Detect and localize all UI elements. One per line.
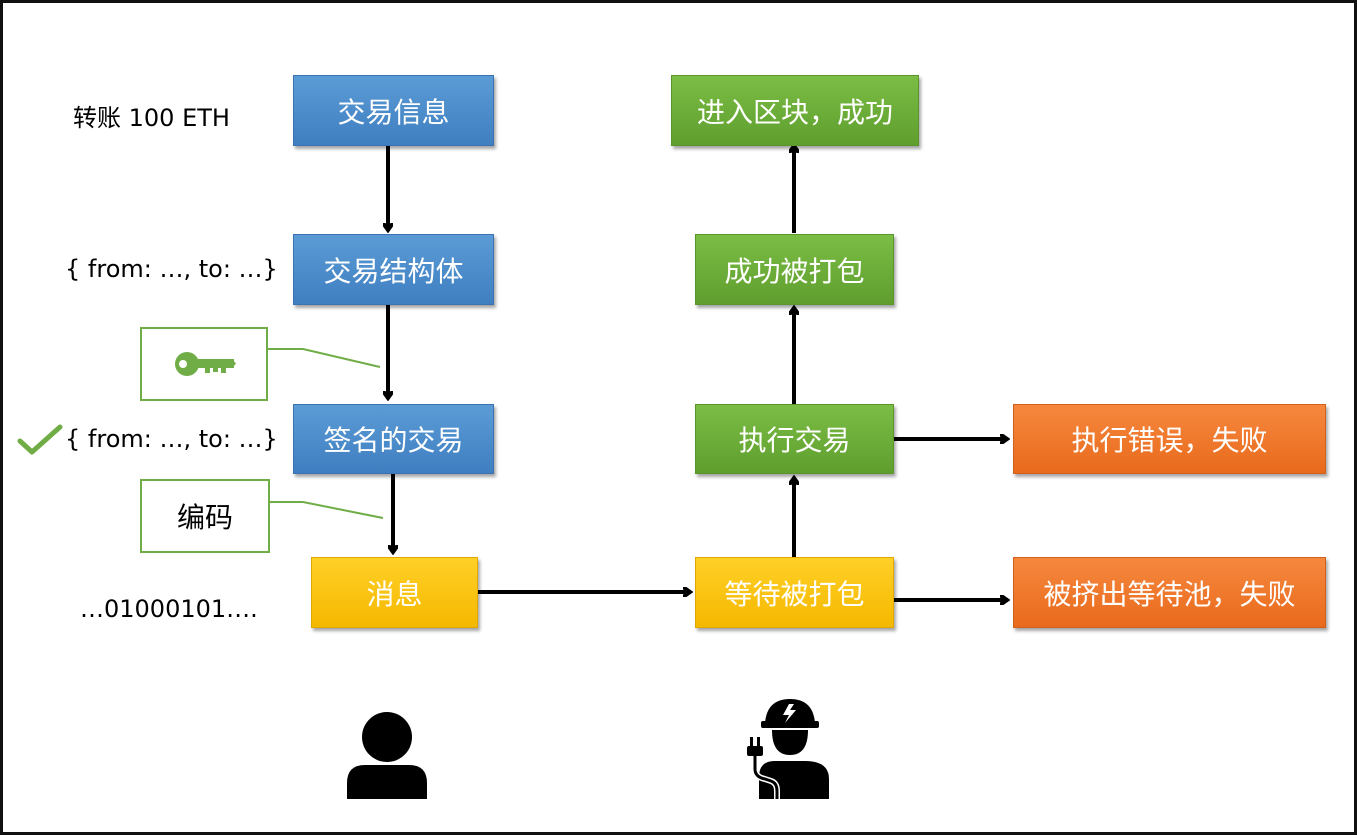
label-transfer: 转账 100 ETH — [73, 104, 230, 132]
miner-icon — [745, 697, 835, 799]
exec-error-box: 执行错误，失败 — [1013, 404, 1326, 474]
encode-label: 编码 — [176, 501, 233, 534]
tx-struct-box: 交易结构体 — [293, 234, 494, 305]
label-struct: { from: …, to: …} — [65, 255, 278, 283]
label-binary: …01000101…. — [80, 595, 258, 623]
success-box: 进入区块，成功 — [671, 75, 919, 146]
message-box: 消息 — [311, 557, 478, 628]
user-icon — [343, 709, 431, 799]
key-callout-leader — [268, 348, 381, 368]
label-signed: { from: …, to: …} — [65, 425, 278, 453]
waiting-box: 等待被打包 — [695, 557, 894, 628]
encode-callout: 编码 — [140, 479, 270, 553]
evicted-box: 被挤出等待池，失败 — [1013, 557, 1326, 628]
packed-box: 成功被打包 — [695, 234, 894, 305]
key-icon — [175, 352, 236, 376]
encode-callout-leader — [270, 501, 384, 519]
key-callout — [140, 327, 268, 401]
check-icon — [17, 423, 63, 457]
connectors — [268, 3, 1357, 838]
signed-tx-box: 签名的交易 — [293, 404, 494, 474]
tx-info-box: 交易信息 — [293, 75, 494, 146]
execute-box: 执行交易 — [695, 404, 894, 474]
